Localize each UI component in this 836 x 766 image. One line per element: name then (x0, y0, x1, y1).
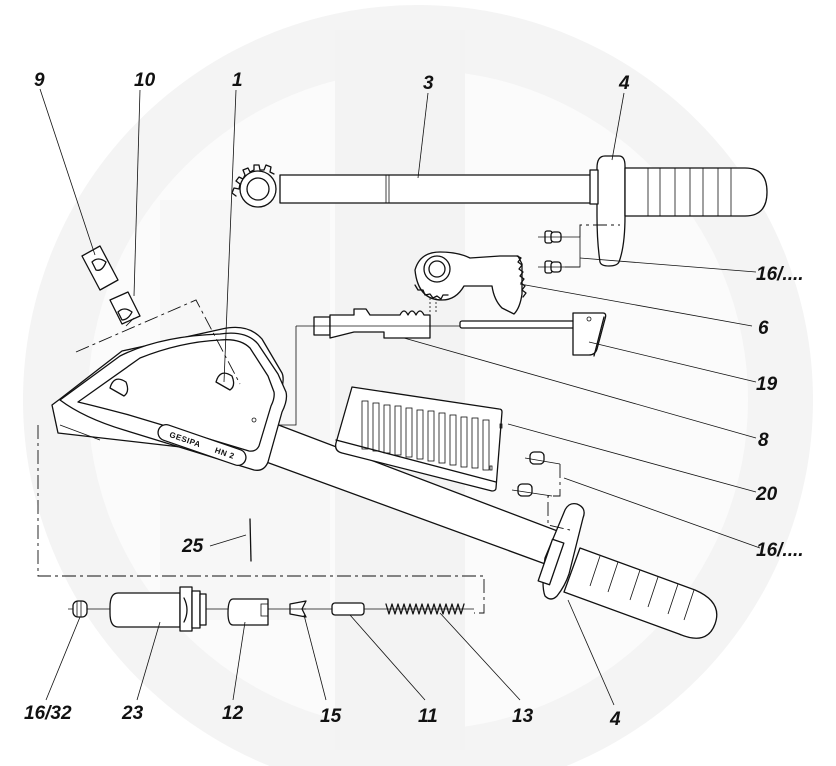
part-20-holder-plate[interactable] (334, 386, 503, 492)
label-part-16-32: 16/32 (24, 703, 72, 724)
label-part-6: 6 (758, 318, 769, 339)
part-6-segment-lever[interactable] (414, 251, 527, 315)
part-25-spring-pin[interactable] (249, 518, 252, 562)
part-labels: 9 10 1 3 4 16/.... 6 19 8 20 16/.... 25 … (24, 70, 804, 730)
gear-icon (231, 164, 277, 208)
leader-lines (39, 88, 761, 706)
nosepiece-rows (361, 400, 490, 471)
nut-icon (511, 483, 553, 497)
part-16-nosepieces-mid[interactable] (511, 451, 571, 531)
label-part-19: 19 (756, 374, 778, 395)
nut-icon (524, 451, 561, 465)
label-part-1: 1 (232, 70, 243, 91)
part-11-pusher[interactable] (331, 602, 365, 616)
label-part-16-top: 16/.... (756, 264, 804, 285)
part-12-jaw-housing[interactable] (227, 598, 269, 626)
part-16-nosepieces-top[interactable] (538, 224, 620, 274)
part-13-spring[interactable] (385, 603, 465, 615)
label-part-15: 15 (320, 706, 342, 727)
label-part-13: 13 (512, 706, 534, 727)
part-16-32-nosepiece[interactable] (72, 600, 88, 618)
assembly-guide (37, 425, 485, 614)
part-10-pin[interactable] (109, 291, 141, 325)
part-15-jaws[interactable] (289, 600, 307, 618)
brand-plate: GESIPA HN 2 (157, 423, 247, 467)
label-part-25: 25 (181, 536, 204, 557)
label-part-16-mid: 16/.... (756, 540, 804, 561)
part-9-pin[interactable] (81, 245, 119, 291)
nut-icon (538, 260, 580, 274)
label-part-23: 23 (121, 703, 144, 724)
part-23-head-sleeve[interactable] (109, 586, 207, 632)
label-part-4-top: 4 (618, 73, 630, 94)
label-part-3: 3 (423, 73, 434, 94)
label-part-11: 11 (418, 706, 438, 727)
part-19-ejector[interactable] (459, 312, 607, 357)
label-part-9: 9 (34, 70, 45, 91)
label-part-12: 12 (222, 703, 244, 724)
label-part-8: 8 (758, 430, 769, 451)
part-3-lever-arm[interactable] (231, 155, 768, 267)
label-part-10: 10 (134, 70, 156, 91)
label-part-4-bottom: 4 (609, 709, 621, 730)
label-part-20: 20 (755, 484, 778, 505)
part-1-head-housing[interactable]: GESIPA HN 2 (51, 299, 569, 566)
part-8-pull-rod[interactable] (60, 308, 460, 426)
part-4-handle-bottom[interactable] (537, 502, 718, 639)
nut-icon (538, 230, 580, 244)
